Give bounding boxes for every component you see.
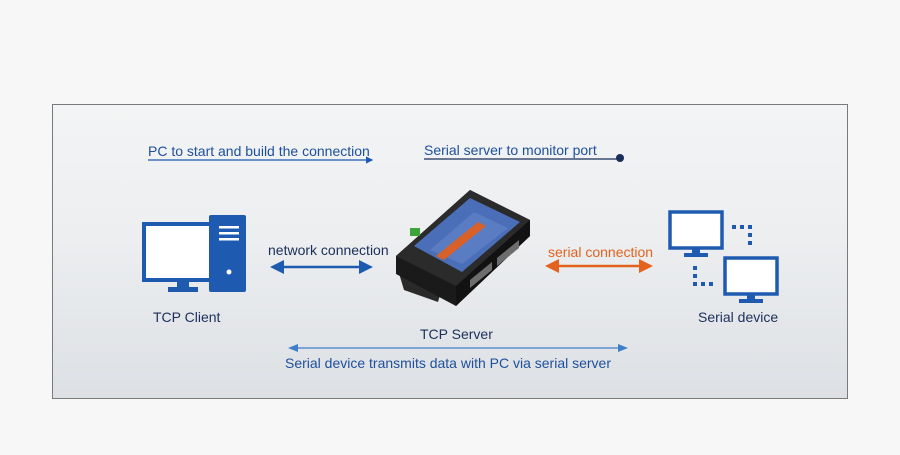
serial-device-server-icon <box>396 190 530 306</box>
serial-connection-arrow <box>545 259 653 273</box>
network-connection-arrow <box>270 260 373 274</box>
tcp-client-label: TCP Client <box>153 309 221 325</box>
monitor-port-underline <box>424 154 624 162</box>
serial-device-label: Serial device <box>698 309 779 325</box>
transmit-label: Serial device transmits data with PC via… <box>285 355 612 371</box>
pc-start-label: PC to start and build the connection <box>148 143 370 159</box>
networked-computers-icon <box>668 210 779 303</box>
network-connection-label: network connection <box>268 242 389 258</box>
monitor-port-label: Serial server to monitor port <box>424 142 597 158</box>
tcp-server-label: TCP Server <box>420 326 493 342</box>
transmit-arrow <box>288 344 628 352</box>
desktop-computer-icon <box>142 215 246 292</box>
serial-connection-label: serial connection <box>548 244 654 260</box>
